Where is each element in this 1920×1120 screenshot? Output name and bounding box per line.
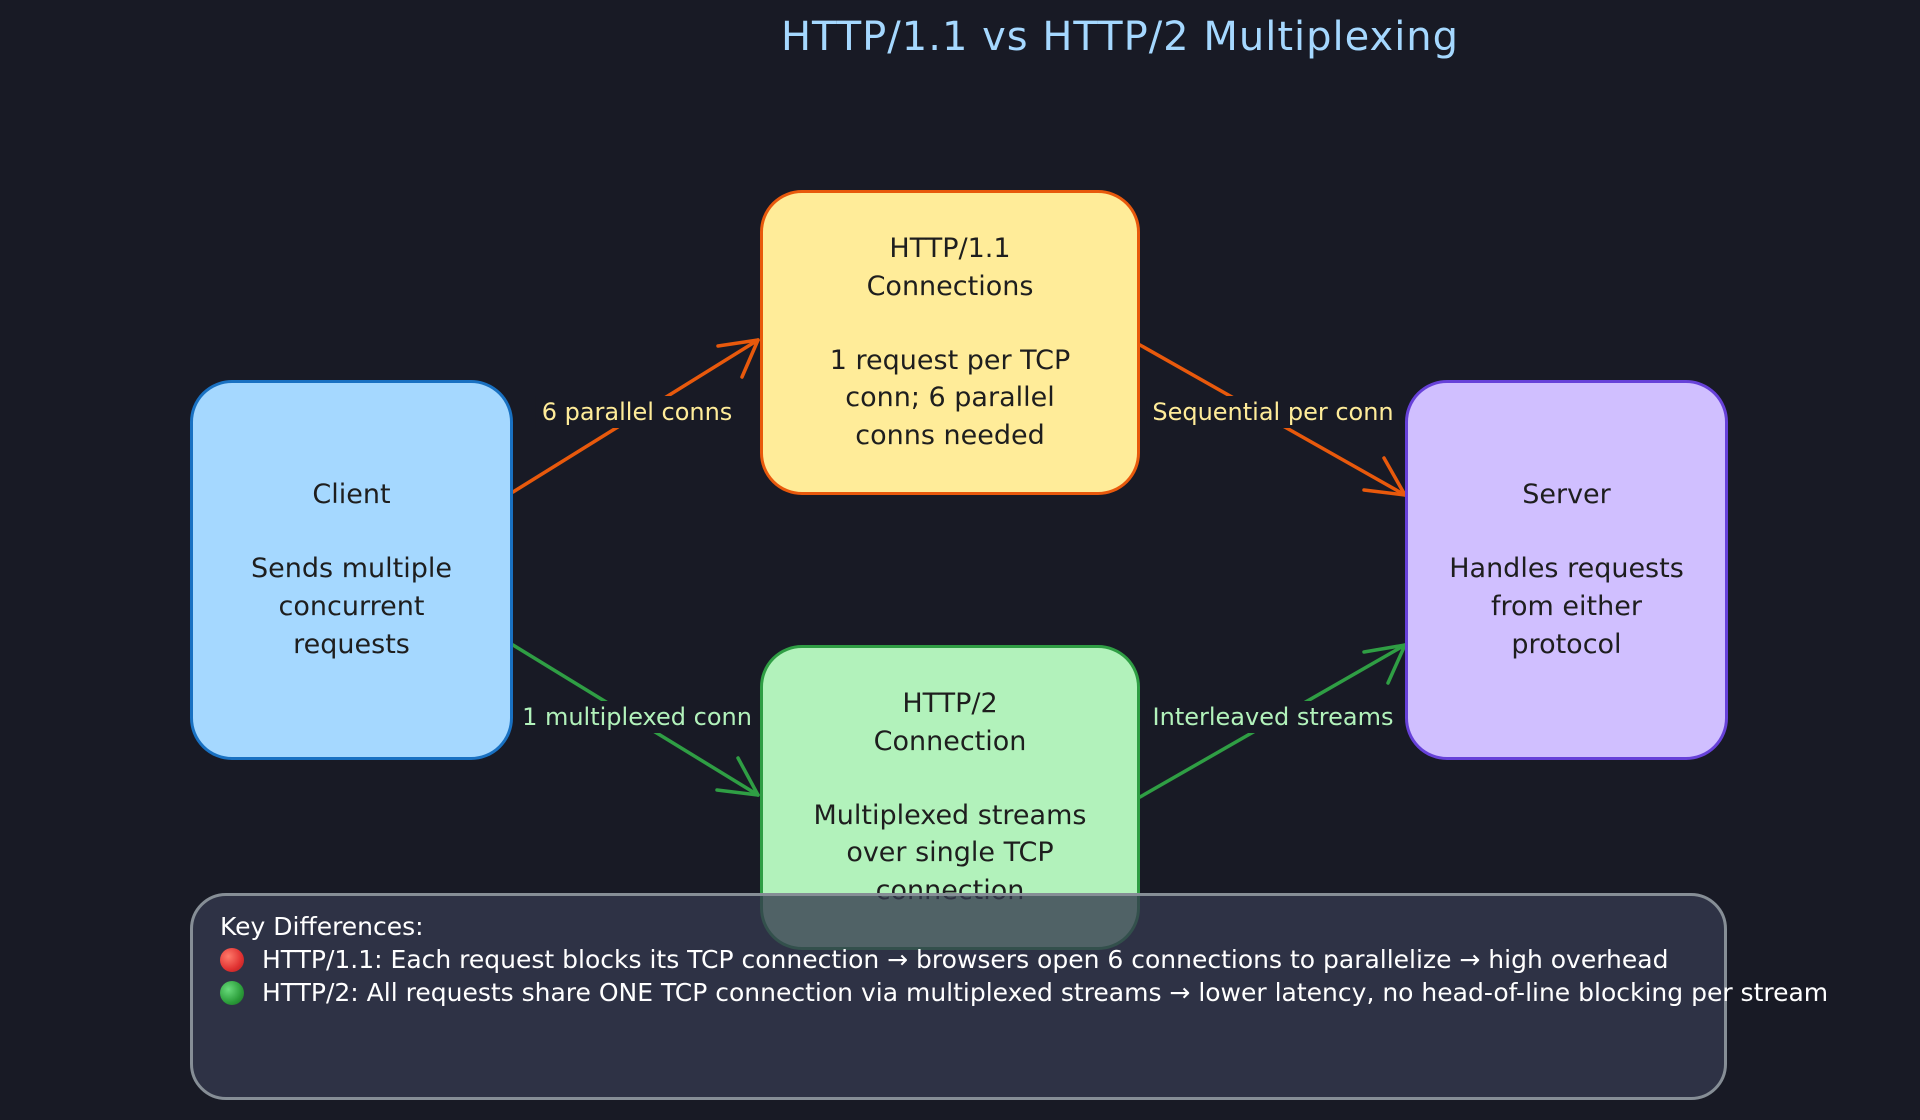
arrow-head-client-to-http11 bbox=[716, 338, 760, 379]
http2-title-line: Connection bbox=[873, 725, 1027, 757]
edge-label-client-to-http11: 6 parallel conns bbox=[535, 396, 739, 428]
edge-label-client-to-http2: 1 multiplexed conn bbox=[516, 701, 758, 733]
client-body-line: concurrent bbox=[278, 591, 425, 622]
http2-body-line: over single TCP bbox=[846, 837, 1054, 869]
client-node[interactable]: Client Sends multiple concurrent request… bbox=[190, 380, 513, 760]
http11-title-line: Connections bbox=[866, 270, 1034, 302]
arrow-head-client-to-http2 bbox=[715, 756, 760, 797]
server-title: Server bbox=[1522, 479, 1611, 511]
diagram-title: HTTP/1.1 vs HTTP/2 Multiplexing bbox=[780, 14, 1460, 60]
green-circle-icon bbox=[220, 981, 244, 1005]
http11-title-line: HTTP/1.1 bbox=[889, 233, 1011, 264]
note-text: HTTP/2: All requests share ONE TCP conne… bbox=[262, 978, 1829, 1007]
server-body-line: protocol bbox=[1511, 628, 1622, 660]
edge-label-http11-to-server: Sequential per conn bbox=[1146, 396, 1400, 428]
client-body-line: requests bbox=[293, 628, 410, 660]
http2-body-line: Multiplexed streams bbox=[813, 799, 1087, 831]
edge-label-http2-to-server: Interleaved streams bbox=[1146, 701, 1400, 733]
http11-node[interactable]: HTTP/1.1 Connections 1 request per TCP c… bbox=[760, 190, 1140, 495]
client-body-line: Sends multiple bbox=[251, 553, 452, 585]
red-circle-icon bbox=[220, 948, 244, 972]
http11-body-line: conns needed bbox=[855, 420, 1045, 452]
notes-heading: Key Differences: bbox=[220, 912, 424, 941]
server-body-line: Handles requests bbox=[1449, 553, 1684, 585]
http11-body-line: conn; 6 parallel bbox=[845, 382, 1055, 414]
note-item-http2: HTTP/2: All requests share ONE TCP conne… bbox=[220, 976, 1828, 1009]
http11-body-line: 1 request per TCP bbox=[829, 344, 1071, 376]
server-body-line: from either bbox=[1491, 591, 1642, 622]
note-text: HTTP/1.1: Each request blocks its TCP co… bbox=[262, 945, 1669, 974]
note-item-http11: HTTP/1.1: Each request blocks its TCP co… bbox=[220, 943, 1724, 976]
server-node[interactable]: Server Handles requests from either prot… bbox=[1405, 380, 1728, 760]
client-title: Client bbox=[312, 479, 391, 511]
http2-title-line: HTTP/2 bbox=[902, 688, 998, 719]
key-differences-panel: Key Differences: HTTP/1.1: Each request … bbox=[190, 893, 1828, 1100]
